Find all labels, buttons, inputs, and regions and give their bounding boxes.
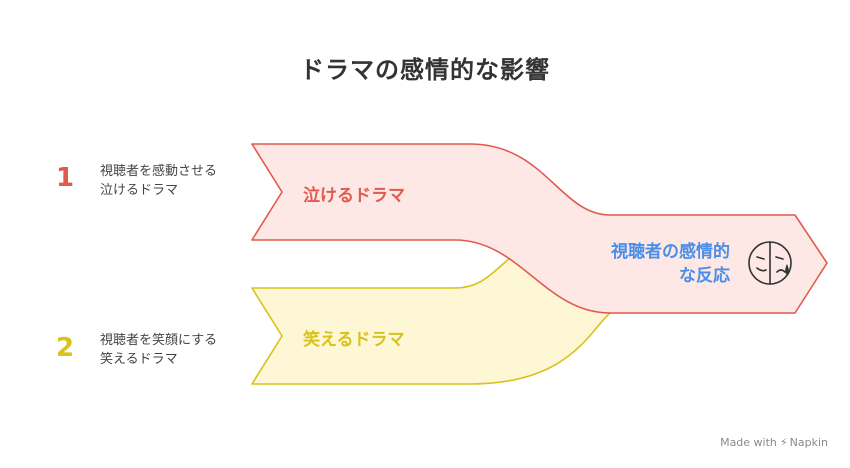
flow-label-cry: 泣けるドラマ	[303, 186, 405, 206]
watermark-brand: Napkin	[789, 436, 828, 449]
outcome-line2: な反応	[679, 266, 730, 286]
flow-arrow-laugh	[251, 257, 611, 385]
step-description-1-line1: 視聴者を感動させる	[100, 164, 218, 179]
step-description-2: 視聴者を笑顔にする 笑えるドラマ	[100, 331, 217, 369]
step-number-2: 2	[55, 333, 75, 363]
step-description-2-line2: 笑えるドラマ	[100, 352, 178, 367]
watermark-prefix: Made with	[720, 436, 777, 449]
page-title: ドラマの感情的な影響	[300, 56, 550, 84]
flow-arrow-cry	[251, 143, 828, 314]
step-number-1: 1	[55, 163, 75, 193]
napkin-logo-icon: ⚡	[779, 436, 788, 449]
outcome-label: 視聴者の感情的 な反応	[611, 240, 730, 288]
step-description-2-line1: 視聴者を笑顔にする	[100, 333, 218, 348]
flow-label-laugh: 笑えるドラマ	[303, 330, 405, 350]
step-description-1-line2: 泣けるドラマ	[100, 183, 179, 198]
theater-mask-icon	[748, 241, 792, 285]
step-description-1: 視聴者を感動させる 泣けるドラマ	[100, 162, 217, 200]
watermark[interactable]: Made with⚡Napkin	[720, 436, 828, 449]
outcome-line1: 視聴者の感情的	[611, 242, 730, 262]
